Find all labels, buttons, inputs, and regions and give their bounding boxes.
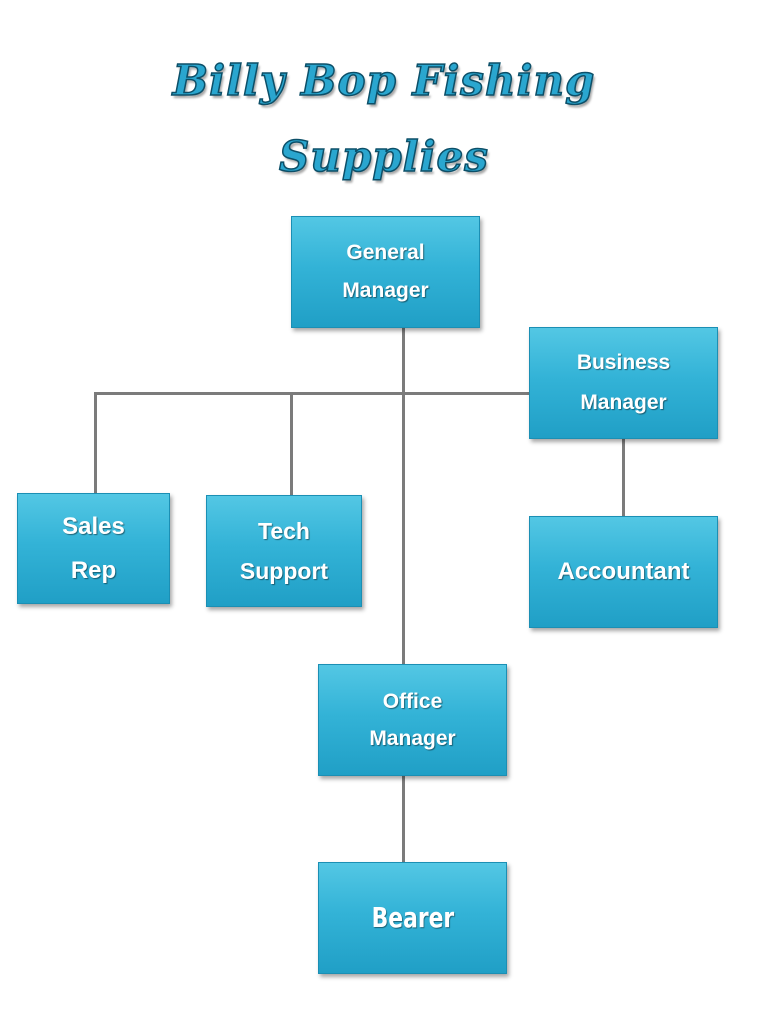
node-business-manager-label: Business Manager xyxy=(576,351,671,414)
node-business-manager[interactable]: Business Manager xyxy=(529,327,718,439)
connector-office-bearer xyxy=(402,776,405,862)
node-tech-support-label: Tech Support xyxy=(239,518,329,584)
connector-tech-support xyxy=(290,392,293,495)
node-general-manager[interactable]: General Manager xyxy=(291,216,480,328)
node-bearer[interactable]: Bearer xyxy=(318,862,507,974)
node-sales-rep[interactable]: Sales Rep xyxy=(17,493,170,604)
node-tech-support[interactable]: Tech Support xyxy=(206,495,362,607)
node-office-manager-label: Office Manager xyxy=(369,690,456,750)
node-bearer-label: Bearer xyxy=(371,901,454,934)
node-accountant[interactable]: Accountant xyxy=(529,516,718,628)
node-office-manager[interactable]: Office Manager xyxy=(318,664,507,776)
chart-title-line-2: Supplies xyxy=(278,132,489,181)
connector-sales-rep xyxy=(94,392,97,493)
connector-gm-vertical xyxy=(402,328,405,664)
connector-horizontal-bar xyxy=(94,392,530,395)
node-general-manager-label: General Manager xyxy=(342,241,429,302)
node-sales-rep-label: Sales Rep xyxy=(62,512,125,584)
chart-title-line-1: Billy Bop Fishing xyxy=(172,56,596,105)
node-accountant-label: Accountant xyxy=(557,558,690,585)
connector-business-accountant xyxy=(622,439,625,516)
